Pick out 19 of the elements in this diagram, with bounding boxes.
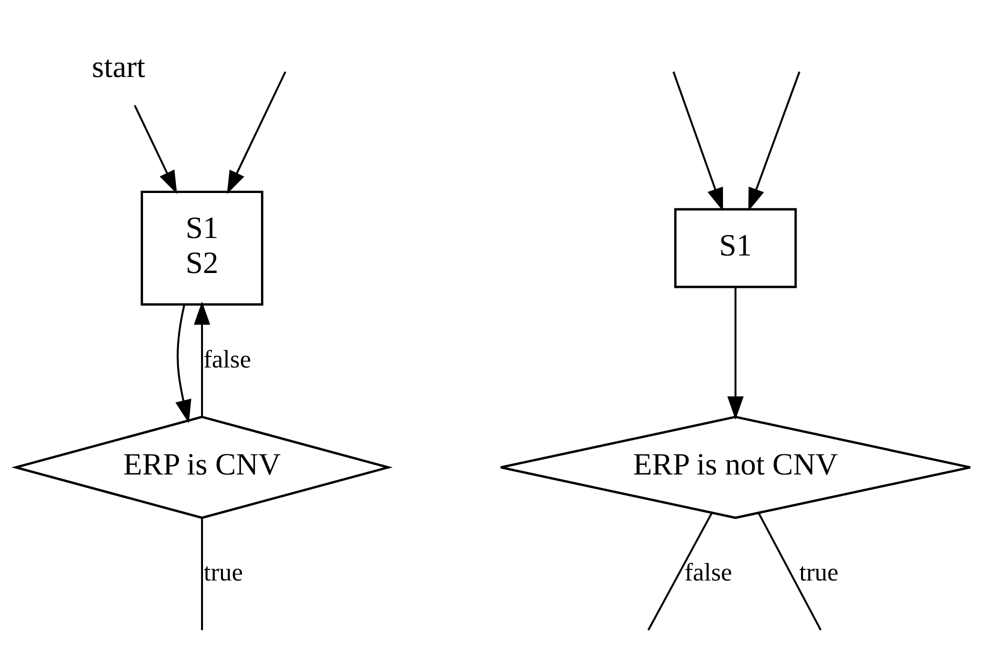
connector <box>758 512 822 631</box>
node-text: start <box>92 49 146 84</box>
edge-label: false <box>203 346 252 374</box>
arrow <box>134 104 178 194</box>
arrow <box>727 287 744 420</box>
connector <box>201 518 203 630</box>
node-box: S1 <box>674 208 797 288</box>
arrow <box>226 71 286 194</box>
arrow <box>194 301 210 416</box>
edge-label: true <box>799 560 838 587</box>
arrow <box>672 71 724 212</box>
node-diamond: ERP is CNV <box>11 416 393 519</box>
node-diamond: ERP is not CNV <box>500 416 972 519</box>
edge-label: false <box>684 560 732 587</box>
arrow <box>748 71 800 212</box>
arrow <box>175 304 192 424</box>
connector <box>647 512 712 631</box>
edge-label: true <box>204 560 243 587</box>
node-box: S1 S2 <box>140 190 264 306</box>
